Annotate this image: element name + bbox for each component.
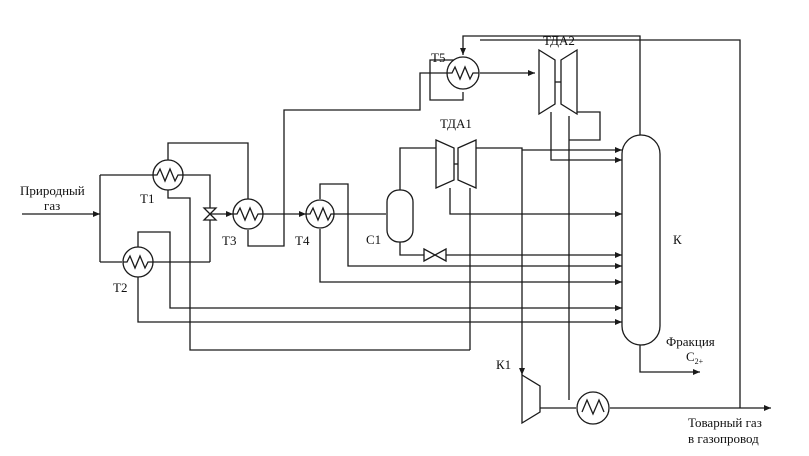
product-label-line1: Товарный газ bbox=[688, 415, 762, 430]
t5-hot-line bbox=[429, 59, 464, 101]
flow-lines bbox=[22, 35, 771, 411]
heat-exchanger-t5 bbox=[446, 56, 480, 90]
compressor-k1 bbox=[521, 373, 541, 425]
t1-loop-line bbox=[167, 142, 249, 200]
air-cooler bbox=[576, 391, 610, 425]
t2-label: Т2 bbox=[113, 280, 127, 295]
k1-label: К1 bbox=[496, 357, 511, 372]
turboexpander-tda1 bbox=[435, 138, 477, 190]
t2-side-loop bbox=[137, 231, 622, 311]
product-label-line2: в газопровод bbox=[688, 431, 759, 446]
column-k bbox=[621, 134, 661, 346]
fraction-c: С bbox=[686, 349, 695, 364]
t5-label: Т5 bbox=[431, 50, 445, 65]
tda2-loop-line bbox=[569, 111, 601, 141]
t2-bottom-line bbox=[137, 277, 622, 325]
t4-loop-line bbox=[319, 183, 622, 269]
t1-side-loop bbox=[167, 190, 470, 351]
t4-label: Т4 bbox=[295, 233, 310, 248]
heat-exchanger-t2 bbox=[122, 246, 154, 278]
t3-to-t5-line bbox=[247, 72, 448, 247]
tda1-label: ТДА1 bbox=[440, 116, 472, 131]
heat-exchanger-t1 bbox=[152, 159, 184, 191]
feed-label-line2: газ bbox=[44, 198, 60, 213]
fraction-sub: 2+ bbox=[695, 357, 704, 366]
tda1-comp-top bbox=[470, 147, 523, 368]
mixing-valve bbox=[202, 207, 218, 221]
throttle-valve bbox=[423, 247, 447, 263]
c1-liquid-line bbox=[399, 242, 424, 256]
fraction-outlet bbox=[639, 345, 700, 375]
feed-label-line1: Природный bbox=[20, 183, 85, 198]
column-overhead bbox=[460, 35, 641, 135]
t1-label: Т1 bbox=[140, 191, 154, 206]
product-riser bbox=[480, 39, 741, 408]
fraction-label-line2: С2+ bbox=[686, 349, 704, 366]
heat-exchanger-t4 bbox=[305, 199, 335, 229]
labels: Природный газ Т1 Т2 Т3 Т4 Т5 С1 ТДА1 ТДА… bbox=[20, 33, 762, 446]
fraction-label-line1: Фракция bbox=[666, 334, 715, 349]
t3-label: Т3 bbox=[222, 233, 236, 248]
c1-label: С1 bbox=[366, 232, 381, 247]
t4-bottom-line bbox=[319, 229, 622, 285]
turboexpander-tda2 bbox=[538, 48, 578, 116]
column-label: К bbox=[673, 232, 682, 247]
tda2-label: ТДА2 bbox=[543, 33, 575, 48]
separator-c1 bbox=[386, 189, 414, 243]
c1-to-tda1 bbox=[399, 147, 436, 190]
t1-out-line bbox=[183, 174, 211, 262]
heat-exchanger-t3 bbox=[232, 198, 264, 230]
tda1-out-line bbox=[449, 188, 622, 217]
tda2-out-line bbox=[550, 112, 622, 163]
